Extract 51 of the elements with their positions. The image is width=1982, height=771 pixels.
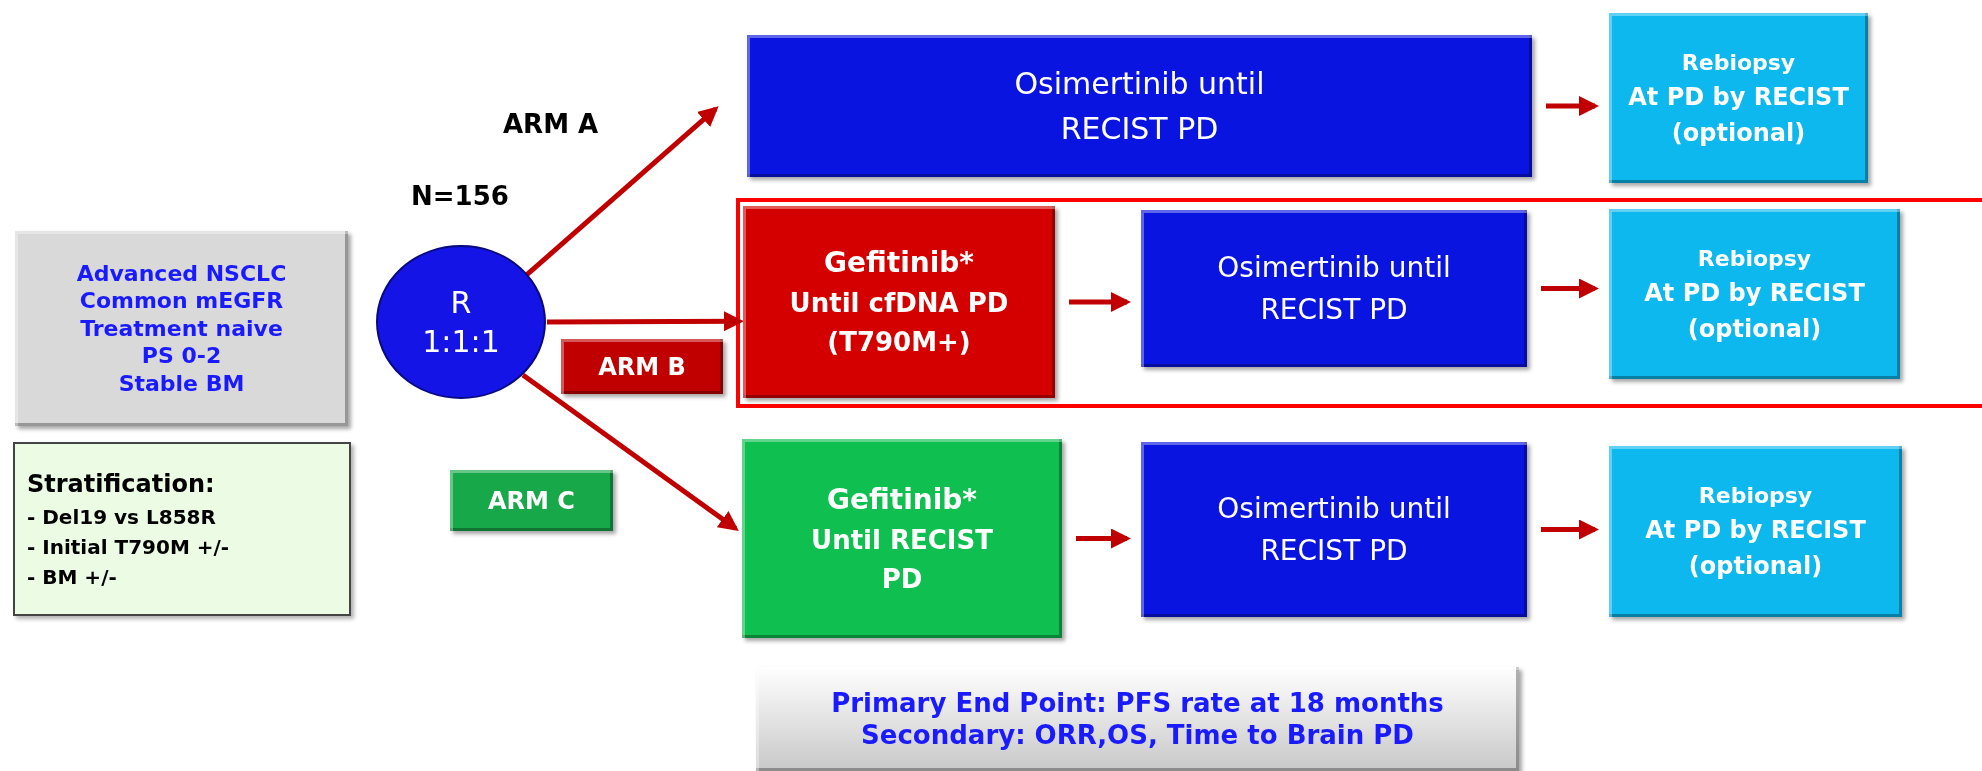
box-text: Until cfDNA PD (T790M+): [788, 287, 1010, 359]
box-text: R 1:1:1: [421, 284, 501, 361]
box-text: Osimertinib until RECIST PD: [1013, 65, 1266, 148]
box-text: At PD by RECIST (optional): [1627, 81, 1850, 149]
arm-label: N=156: [411, 180, 509, 213]
heading-text: Primary End Point: PFS rate at 18 months: [831, 686, 1444, 719]
box-text: Secondary: ORR,OS, Time to Brain PD: [861, 719, 1414, 752]
box-text: Common mEGFR: [79, 287, 284, 315]
arrow: [1069, 292, 1131, 312]
box-text: - BM +/-: [27, 564, 117, 591]
heading-text: Gefitinib*: [824, 245, 974, 281]
box-text: At PD by RECIST (optional): [1644, 515, 1867, 582]
treatment-box: [743, 206, 1055, 398]
arrow: [521, 373, 739, 531]
arm-badge: [561, 339, 723, 394]
arm-badge: [450, 470, 613, 531]
heading-text: Gefitinib*: [827, 481, 977, 518]
rebiopsy-box: [1609, 13, 1868, 183]
arrow: [1076, 528, 1131, 549]
arrow: [524, 106, 719, 278]
box-text: Stable BM: [118, 369, 245, 398]
arrow: [1541, 278, 1599, 299]
box-text: Treatment naive: [80, 314, 283, 343]
endpoint-box: [756, 667, 1519, 771]
treatment-box: [1141, 210, 1527, 367]
box-text: ARM C: [488, 485, 575, 517]
box-text: Stratification:: [27, 469, 215, 500]
stratification-box: [13, 442, 351, 616]
box-text: Until RECIST PD: [810, 523, 994, 596]
treatment-box: [1141, 442, 1527, 617]
treatment-box: [747, 35, 1532, 177]
randomization-circle: [375, 244, 547, 400]
box-text: PS 0-2: [141, 342, 222, 370]
heading-text: Rebiopsy: [1697, 244, 1812, 273]
heading-text: Rebiopsy: [1681, 48, 1796, 77]
box-text: At PD by RECIST (optional): [1643, 277, 1866, 345]
eligibility-box: [15, 231, 348, 426]
arrow: [547, 311, 744, 332]
arrow: [1546, 96, 1599, 116]
box-text: Osimertinib until RECIST PD: [1216, 249, 1452, 328]
box-text: - Initial T790M +/-: [27, 534, 230, 561]
box-text: ARM B: [598, 351, 686, 383]
treatment-box: [742, 439, 1062, 638]
rebiopsy-box: [1609, 446, 1902, 617]
rebiopsy-box: [1609, 209, 1900, 379]
box-text: Osimertinib until RECIST PD: [1216, 490, 1452, 569]
box-text: - Del19 vs L858R: [27, 504, 216, 531]
heading-text: Advanced NSCLC: [76, 259, 287, 288]
arrow: [1541, 519, 1599, 540]
heading-text: Rebiopsy: [1698, 482, 1813, 510]
arm-label: ARM A: [503, 108, 599, 141]
